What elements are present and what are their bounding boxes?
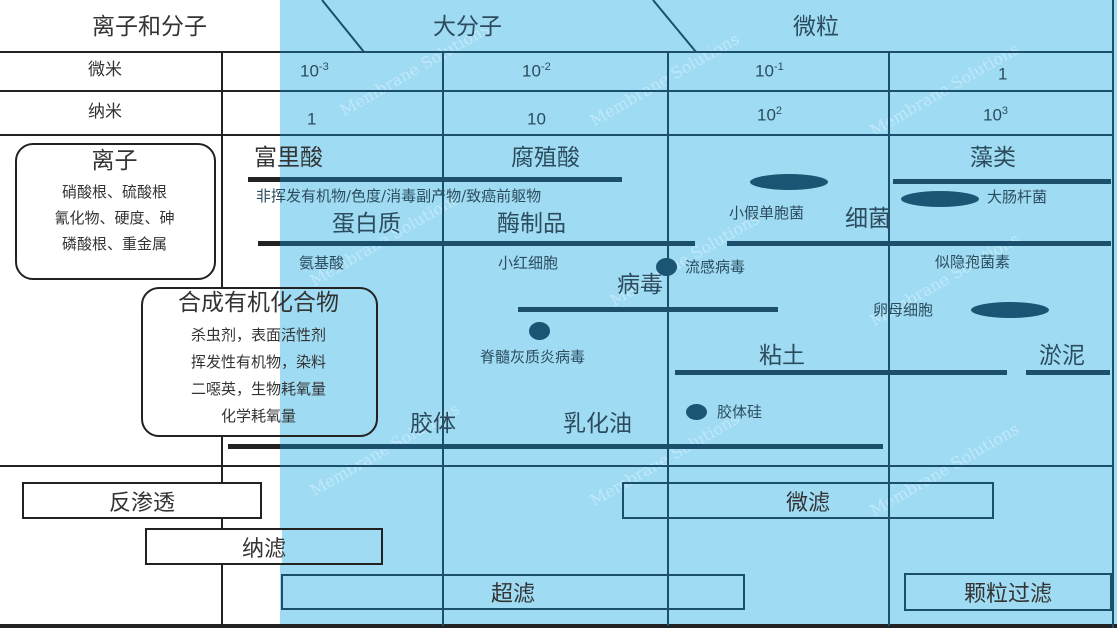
humic-acid-label: 腐殖酸	[511, 145, 580, 171]
grid-line	[280, 134, 1114, 136]
grid-line	[0, 624, 1117, 628]
header-particles: 微粒	[793, 14, 839, 40]
protein-range-bar	[280, 241, 695, 246]
bacteria-label: 细菌	[845, 206, 891, 232]
nanometer-label: 纳米	[88, 102, 122, 122]
micron-label: 微米	[88, 60, 122, 80]
yeast-cell-label: 卵母细胞	[873, 301, 934, 319]
synthetic-line: 化学耗氧量	[220, 407, 296, 425]
nonvolatile-organics-label: 非挥发有机物/色度/消毒副产物/致癌前躯物	[256, 187, 542, 205]
grid-line	[280, 465, 1114, 467]
grid-line	[888, 51, 890, 626]
grid-line	[280, 90, 1114, 92]
synthetic-title: 合成有机化合物	[178, 290, 339, 316]
pseudomonas-label: 小假单胞菌	[729, 204, 805, 222]
ultrafiltration-range: 超滤	[281, 574, 745, 610]
grid-line	[0, 90, 280, 92]
ion-title: 离子	[91, 148, 138, 174]
grid-line	[280, 51, 1114, 53]
synthetic-line: 杀虫剂，表面活性剂	[190, 326, 326, 344]
fulvic-humic-range-bar	[280, 177, 622, 182]
algae-range-bar	[893, 179, 1111, 184]
grid-line	[667, 51, 669, 626]
header-diagonals	[321, 0, 697, 53]
cryptosporidium-label: 似隐孢菌素	[935, 253, 1011, 271]
micron-value: 10-2	[522, 61, 551, 81]
colloid-label: 胶体	[410, 411, 456, 437]
ecoli-label: 大肠杆菌	[987, 188, 1048, 206]
grid-line	[0, 51, 280, 53]
synthetic-line: 挥发性有机物，染料	[190, 353, 326, 371]
micron-value: 1	[998, 64, 1008, 84]
yeast-cell-shape	[971, 302, 1049, 318]
ion-box	[15, 143, 216, 280]
protein-label: 蛋白质	[332, 211, 401, 237]
synthetic-line: 二噁英，生物耗氧量	[190, 380, 326, 398]
reverse-osmosis-range: 反渗透	[22, 482, 262, 519]
colloidal-silica-dot	[686, 404, 707, 420]
nanometer-value: 102	[757, 105, 783, 125]
colloidal-silica-label: 胶体硅	[717, 403, 763, 421]
grid-line	[1112, 0, 1114, 628]
protein-range-bar	[258, 241, 280, 246]
clay-label: 粘土	[759, 343, 805, 369]
bacteria-range-bar	[727, 241, 1111, 246]
silt-label: 淤泥	[1039, 343, 1085, 369]
nanometer-value: 1	[307, 109, 317, 129]
ion-line: 磷酸根、重金属	[61, 235, 167, 253]
polio-label: 脊髓灰质炎病毒	[480, 348, 586, 366]
enzymes-label: 酶制品	[497, 211, 566, 237]
grid-line	[442, 51, 444, 626]
polio-virus-dot	[529, 322, 550, 340]
header-ions-molecules: 离子和分子	[92, 14, 207, 40]
algae-label: 藻类	[970, 145, 1016, 171]
colloid-range-bar	[280, 444, 883, 449]
synthetic-organics-box	[141, 287, 378, 437]
ecoli-shape	[901, 191, 979, 207]
influenza-virus-dot	[656, 258, 677, 276]
fulvic-acid-label: 富里酸	[254, 145, 323, 171]
red-blood-cell-label: 小红细胞	[498, 254, 559, 272]
header-macromolecules: 大分子	[433, 14, 502, 40]
grid-line	[0, 465, 280, 467]
amino-acid-label: 氨基酸	[299, 254, 345, 272]
micron-value: 10-3	[300, 61, 329, 81]
particle-filtration-range: 颗粒过滤	[904, 573, 1112, 611]
microfiltration-range: 微滤	[622, 482, 994, 519]
nanometer-value: 10	[527, 109, 546, 129]
nanofiltration-range: 纳滤	[145, 528, 383, 565]
virus-range-bar	[518, 307, 778, 312]
influenza-label: 流感病毒	[685, 258, 746, 276]
micron-value: 10-1	[755, 61, 784, 81]
virus-label: 病毒	[617, 272, 663, 298]
ion-line: 硝酸根、硫酸根	[61, 183, 167, 201]
nanometer-value: 103	[983, 105, 1009, 125]
emulsified-oil-label: 乳化油	[563, 411, 632, 437]
fulvic-humic-range-bar	[248, 177, 280, 182]
ion-line: 氰化物、硬度、砷	[54, 209, 175, 227]
clay-range-bar	[675, 370, 1007, 375]
grid-line	[0, 134, 280, 136]
pseudomonas-shape	[750, 174, 828, 190]
colloid-range-bar	[228, 444, 280, 449]
silt-range-bar	[1026, 370, 1110, 375]
